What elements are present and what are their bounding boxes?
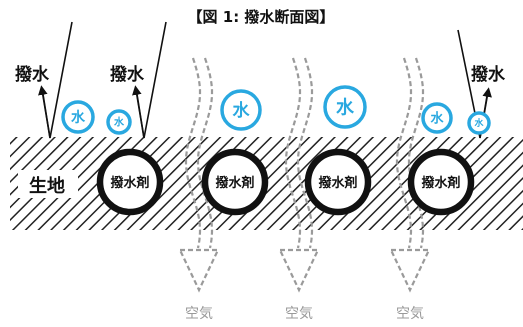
- air-arrow-1: [178, 57, 220, 293]
- repel-arrow-left: [38, 85, 51, 139]
- water-droplet-4: 水: [323, 85, 367, 129]
- repel-label-left: 撥水: [15, 64, 50, 85]
- repellent-agent-1: 撥水剤: [96, 148, 164, 216]
- water-droplet-3: 水: [220, 89, 262, 131]
- air-flow-arrows: [178, 57, 431, 293]
- repellent-agent-3: 撥水剤: [304, 148, 372, 216]
- air-label-3: 空気: [396, 306, 424, 322]
- fabric-label-plate: [18, 170, 78, 198]
- repellent-agent-label: 撥水剤: [110, 175, 149, 191]
- water-droplet-2: 水: [106, 109, 132, 135]
- water-droplet-label: 水: [113, 116, 125, 129]
- repellent-agent-particles: 撥水剤 撥水剤 撥水剤 撥水剤: [96, 148, 475, 216]
- water-droplet-6: 水: [467, 111, 491, 135]
- fabric-label: 生地: [29, 175, 65, 197]
- water-droplet-label: 水: [430, 110, 444, 126]
- repellent-agent-2: 撥水剤: [201, 148, 269, 216]
- water-droplets: 水水水水水水: [61, 85, 491, 135]
- repellent-agent-4: 撥水剤: [407, 148, 475, 216]
- water-droplet-1: 水: [61, 100, 95, 134]
- water-droplet-label: 水: [71, 109, 86, 126]
- air-label-2: 空気: [285, 306, 313, 322]
- air-label-1: 空気: [185, 306, 213, 322]
- water-droplet-label: 水: [336, 96, 355, 118]
- water-droplet-5: 水: [421, 102, 453, 134]
- repel-arrow-middle: [132, 85, 145, 139]
- diagram-title: 【図 1: 撥水断面図】: [188, 8, 335, 26]
- repellent-agent-label: 撥水剤: [421, 175, 460, 191]
- water-droplet-label: 水: [474, 117, 484, 129]
- repel-label-right: 撥水: [471, 64, 506, 85]
- water-droplet-label: 水: [233, 100, 251, 121]
- air-arrow-3: [389, 57, 431, 293]
- repel-label-middle: 撥水: [110, 64, 145, 85]
- repellent-agent-label: 撥水剤: [318, 175, 357, 191]
- repellent-agent-label: 撥水剤: [215, 175, 254, 191]
- air-arrow-2: [278, 57, 320, 293]
